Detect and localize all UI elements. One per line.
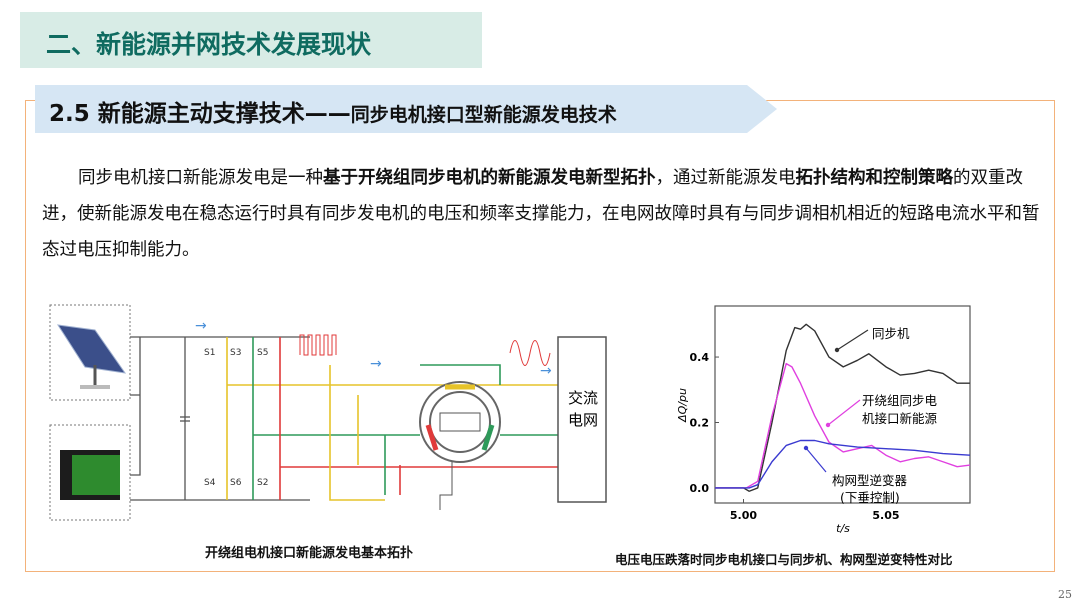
paragraph-segment: 的双重改进，使新能源发电在稳态运行时具有同步发电机的电压和频率支撑能力，在电网故… [42, 168, 1040, 260]
diagram-caption: 开绕组电机接口新能源发电基本拓扑 [205, 546, 414, 561]
page-number: 25 [1058, 588, 1072, 601]
svg-text:S3: S3 [230, 348, 241, 358]
sine-waveform-icon [509, 340, 551, 366]
annotation-arrow [827, 399, 861, 426]
section-header: 二、新能源并网技术发展现状 [20, 12, 482, 68]
series-line [715, 439, 971, 489]
annotation-arrowhead [803, 445, 809, 451]
annotation-arrow [805, 447, 827, 473]
grid-label: 交流 [568, 389, 598, 407]
subsection-banner: 2.5 新能源主动支撑技术——同步电机接口型新能源发电技术 [35, 85, 777, 133]
svg-text:S2: S2 [257, 478, 268, 488]
intro-paragraph: 同步电机接口新能源发电是一种基于开绕组同步电机的新能源发电新型拓扑，通过新能源发… [42, 160, 1042, 268]
annotation-arrow [836, 329, 869, 351]
grid-label: 电网 [568, 411, 598, 429]
chart-annotation: 同步机 [872, 326, 910, 341]
x-axis-label: t/s [836, 522, 850, 535]
x-tick-label: 5.00 [730, 509, 757, 522]
svg-text:→: → [540, 363, 552, 379]
annotation-arrowhead [834, 347, 840, 353]
x-tick-label: 5.05 [872, 509, 899, 522]
battery-pack-image [49, 424, 131, 521]
svg-text:S5: S5 [257, 348, 268, 358]
pwm-waveform-icon [299, 334, 337, 356]
y-axis-label: ΔQ/pu [676, 388, 689, 423]
chart-annotation: 机接口新能源 [862, 411, 938, 426]
paragraph-segment: ，通过新能源发电 [655, 168, 796, 188]
banner-arrow-shape [35, 85, 777, 133]
chart-annotation: (下垂控制) [840, 490, 900, 505]
y-tick-label: 0.0 [690, 482, 710, 495]
series-line [715, 362, 971, 489]
annotation-arrowhead [825, 422, 831, 428]
paragraph-segment: 拓扑结构和控制策略 [795, 168, 954, 188]
svg-text:S6: S6 [230, 478, 242, 488]
paragraph-segment: 基于开绕组同步电机的新能源发电新型拓扑 [323, 168, 656, 188]
subsection-title: 2.5 新能源主动支撑技术——同步电机接口型新能源发电技术 [49, 101, 617, 127]
svg-text:→: → [195, 318, 207, 334]
svg-text:S4: S4 [204, 478, 216, 488]
plot-frame [714, 305, 971, 504]
ac-grid-box [557, 336, 607, 503]
topology-diagram: → → → S1 S3 S5 S4 S6 S2 交流 电网 [49, 304, 607, 521]
paragraph-segment: 同步电机接口新能源发电是一种 [78, 168, 323, 188]
svg-text:→: → [370, 356, 382, 372]
chart-annotation: 构网型逆变器 [832, 473, 908, 488]
y-tick-label: 0.2 [690, 416, 710, 429]
y-tick-label: 0.4 [690, 351, 710, 364]
chart-caption: 电压电压跌落时同步电机接口与同步机、构网型逆变特性对比 [615, 552, 953, 567]
svg-text:S1: S1 [204, 348, 215, 358]
power-flow-arrows: → → → [195, 318, 552, 379]
pv-panel-image [49, 304, 131, 401]
series-line [715, 323, 970, 492]
chart-annotation: 开绕组同步电 [862, 393, 938, 408]
synchronous-machine [419, 381, 501, 510]
section-title: 二、新能源并网技术发展现状 [46, 30, 372, 59]
